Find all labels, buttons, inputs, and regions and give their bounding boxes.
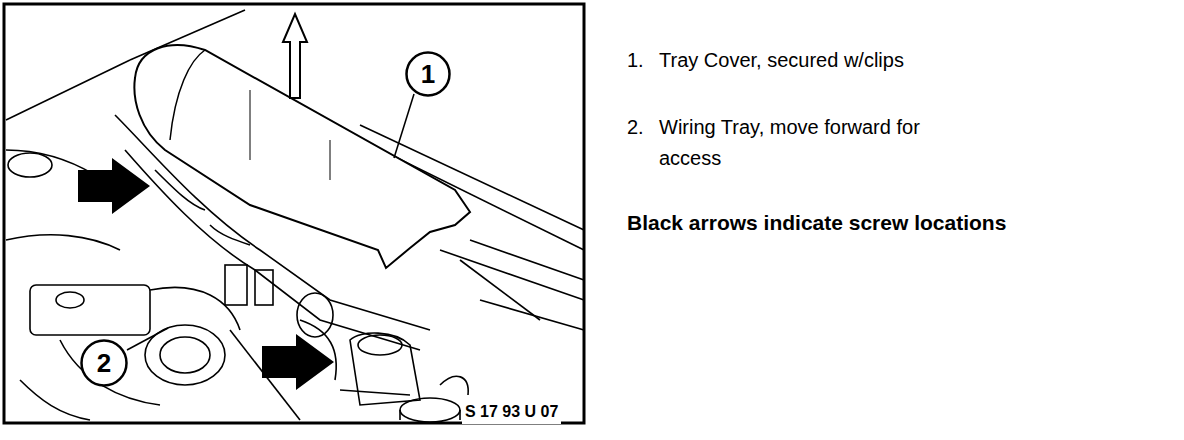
circle-outline bbox=[407, 53, 450, 96]
callout-circle: 1 bbox=[405, 51, 451, 97]
part-description: Wiring Tray, move forward for access bbox=[659, 112, 944, 174]
screw-arrow bbox=[78, 158, 150, 214]
note: Black arrows indicate screw locations bbox=[627, 211, 1006, 235]
leader-line bbox=[394, 94, 414, 158]
callout-number: 2 bbox=[97, 350, 111, 376]
circle-outline bbox=[82, 341, 127, 386]
callout-circle: 2 bbox=[80, 339, 128, 387]
tray-cover bbox=[134, 45, 470, 268]
engine-parts bbox=[6, 10, 584, 422]
leader-line bbox=[127, 328, 168, 350]
figure-code: S 17 93 U 07 bbox=[462, 400, 561, 424]
callout-number: 1 bbox=[421, 61, 435, 87]
tray-cover-edge bbox=[170, 50, 205, 140]
list-number: 1. bbox=[627, 48, 644, 72]
tray-cover-detail bbox=[250, 90, 330, 180]
part-description: Tray Cover, secured w/clips bbox=[659, 48, 904, 72]
frame bbox=[4, 4, 584, 423]
screw-arrow bbox=[262, 334, 334, 390]
list-number: 2. bbox=[627, 115, 644, 139]
lift-arrow bbox=[283, 14, 307, 98]
